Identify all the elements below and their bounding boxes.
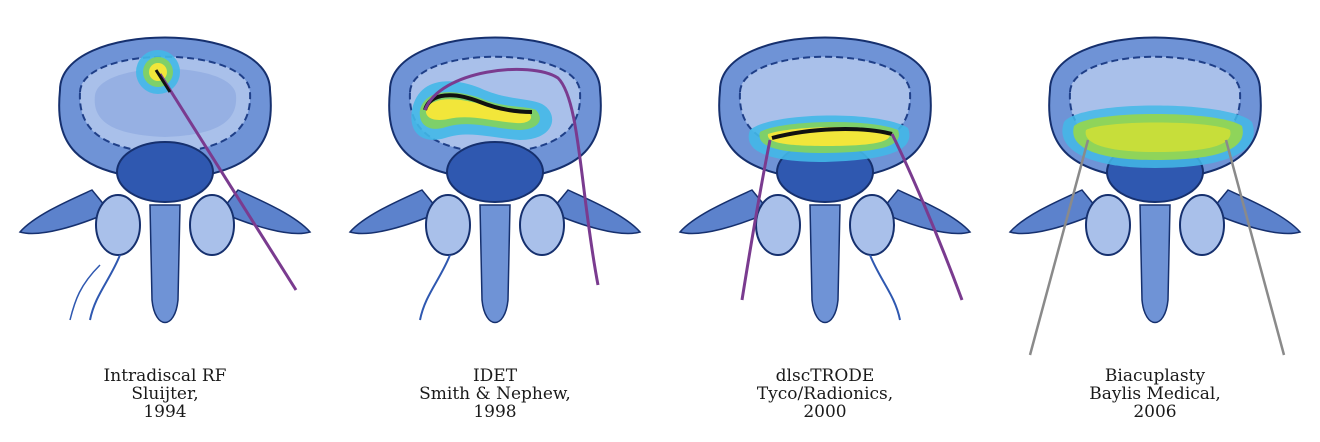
- caption-biacuplasty: Biacuplasty Baylis Medical, 2006: [990, 367, 1320, 421]
- heating-zone: [1062, 106, 1253, 169]
- panel-disctrode: dlscTRODE Tyco/Radionics, 2000: [660, 0, 990, 442]
- probe-left: [1030, 140, 1088, 355]
- caption-idet: IDET Smith & Nephew, 1998: [330, 367, 660, 421]
- caption-intradiscal-rf: Intradiscal RF Sluijter, 1994: [0, 367, 330, 421]
- technique-year: 2000: [660, 403, 990, 421]
- vertebra-body: [1010, 38, 1300, 323]
- technique-name: dlscTRODE: [660, 367, 990, 385]
- vertebra-illustration-idet: [330, 0, 660, 360]
- panel-biacuplasty: Biacuplasty Baylis Medical, 2006: [990, 0, 1320, 442]
- panel-idet: IDET Smith & Nephew, 1998: [330, 0, 660, 442]
- technique-year: 1998: [330, 403, 660, 421]
- technique-year: 1994: [0, 403, 330, 421]
- caption-disctrode: dlscTRODE Tyco/Radionics, 2000: [660, 367, 990, 421]
- technique-inventor: Tyco/Radionics,: [660, 385, 990, 403]
- technique-name: IDET: [330, 367, 660, 385]
- technique-name: Biacuplasty: [990, 367, 1320, 385]
- technique-inventor: Smith & Nephew,: [330, 385, 660, 403]
- vertebra-illustration-biacuplasty: [990, 0, 1320, 360]
- vertebra-body: [680, 38, 970, 323]
- technique-inventor: Sluijter,: [0, 385, 330, 403]
- technique-year: 2006: [990, 403, 1320, 421]
- technique-inventor: Baylis Medical,: [990, 385, 1320, 403]
- vertebra-illustration-disctrode: [660, 0, 990, 360]
- probe-right: [1226, 140, 1284, 355]
- technique-name: Intradiscal RF: [0, 367, 330, 385]
- panel-intradiscal-rf: Intradiscal RF Sluijter, 1994: [0, 0, 330, 442]
- vertebra-illustration-intradiscal-rf: [0, 0, 330, 360]
